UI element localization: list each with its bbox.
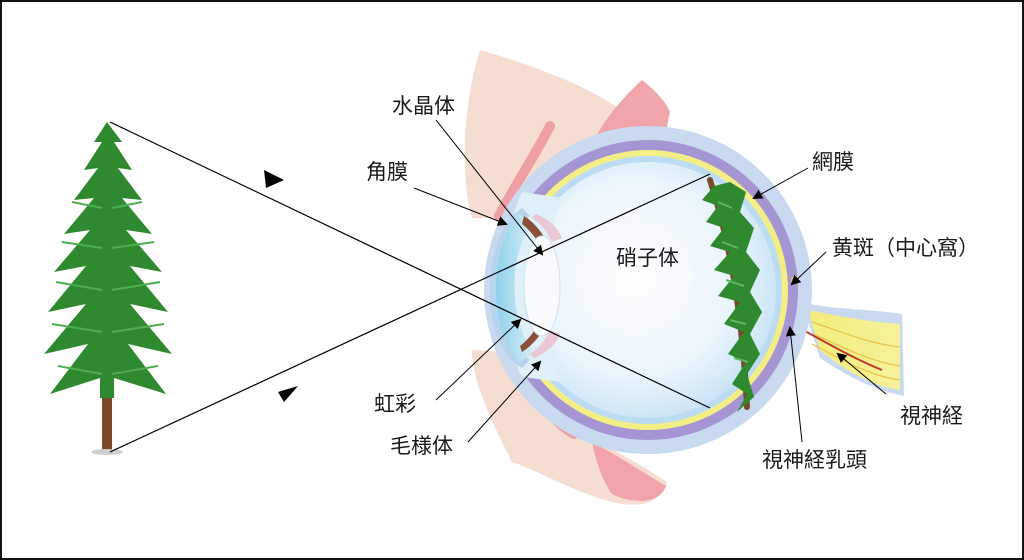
label-vitreous: 硝子体 bbox=[616, 246, 679, 270]
leader-lines bbox=[413, 119, 887, 443]
label-optic-disc: 視神経乳頭 bbox=[762, 448, 867, 472]
tree-object bbox=[44, 122, 172, 455]
lens-shape bbox=[523, 235, 561, 337]
label-iris: 虹彩 bbox=[374, 392, 416, 416]
cornea-shape bbox=[489, 208, 534, 368]
ciliary-body-shape bbox=[530, 214, 562, 358]
label-lens: 水晶体 bbox=[392, 94, 455, 118]
fovea-dot bbox=[791, 276, 799, 284]
ray-arrow-top bbox=[264, 170, 284, 188]
label-macula: 黄斑（中心窩） bbox=[832, 236, 979, 260]
retinal-image-tree bbox=[702, 177, 762, 412]
ray-arrow-bottom bbox=[278, 386, 298, 402]
light-rays bbox=[109, 121, 711, 453]
label-retina: 網膜 bbox=[812, 150, 854, 174]
vitreous-shape bbox=[520, 162, 776, 418]
label-ciliary-body: 毛様体 bbox=[390, 434, 453, 458]
optic-nerve-shape bbox=[791, 302, 904, 396]
label-cornea: 角膜 bbox=[366, 160, 408, 184]
label-optic-nerve: 視神経 bbox=[900, 404, 963, 428]
